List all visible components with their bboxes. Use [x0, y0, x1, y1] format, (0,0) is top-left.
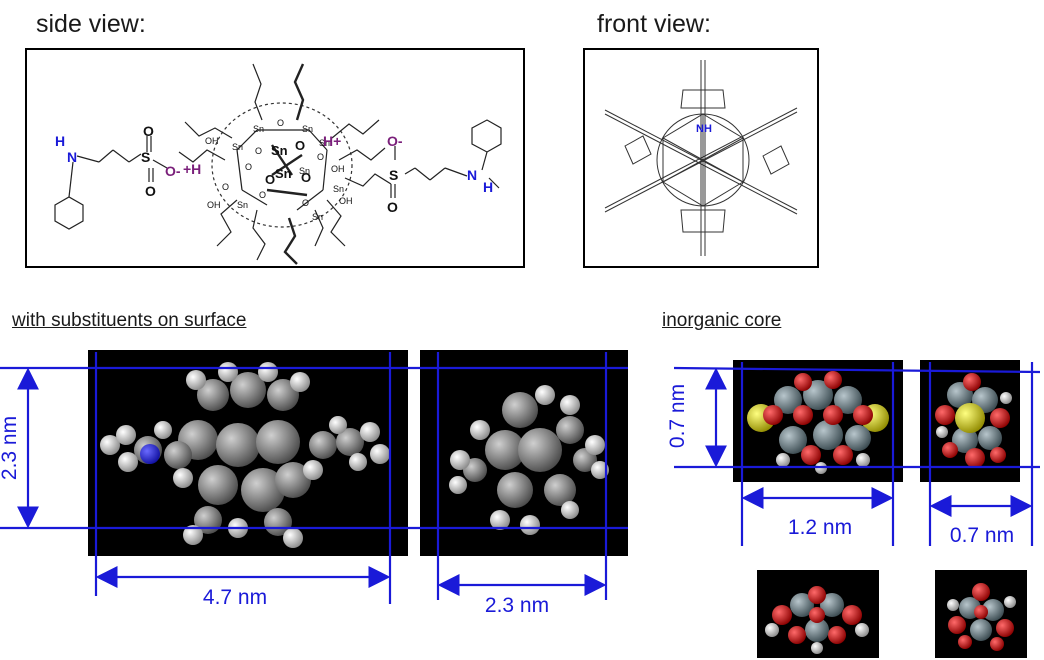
nh-label-front: NH — [696, 123, 712, 135]
svg-text:O: O — [255, 146, 262, 156]
inorganic-core-heading: inorganic core — [662, 310, 782, 331]
width-substituted-label: 2.3 nm — [484, 594, 550, 617]
svg-text:O: O — [301, 170, 311, 185]
nitrogen-label-left: N — [67, 149, 77, 165]
sulfur-label-left: S — [141, 149, 150, 165]
side-view-panel: Sn O Sn Sn Sn OH O OH OH Sn Sn Sn OH O O… — [25, 48, 525, 268]
h-plus-label-left: +H — [183, 161, 201, 177]
length-substituted-label: 4.7 nm — [202, 586, 268, 609]
front-view-heading: front view: — [597, 10, 711, 38]
svg-text:Sn: Sn — [299, 166, 310, 176]
core-alt-view-1 — [757, 570, 879, 658]
height-core-label: 0.7 nm — [666, 383, 689, 449]
hydrogen-label-right: H — [483, 179, 493, 195]
svg-text:OH: OH — [205, 136, 219, 146]
cyclohexane-ring-right — [471, 119, 502, 153]
svg-text:O: O — [265, 172, 275, 187]
side-view-structure: Sn O Sn Sn Sn OH O OH OH Sn Sn Sn OH O O… — [54, 63, 502, 265]
svg-text:O: O — [317, 152, 324, 162]
side-view-heading: side view: — [36, 10, 146, 38]
substituted-front-model — [420, 350, 628, 556]
o-minus-label-right: O- — [387, 133, 403, 149]
svg-text:Sn: Sn — [319, 138, 330, 148]
svg-text:OH: OH — [331, 164, 345, 174]
h-plus-label-right: H+ — [323, 133, 341, 149]
o-minus-label-left: O- — [165, 163, 181, 179]
front-view-panel: NH — [583, 48, 819, 268]
tin-label: Sn — [253, 124, 264, 134]
svg-text:O: O — [277, 118, 284, 128]
svg-text:OH: OH — [339, 196, 353, 206]
hydrogen-label-left: H — [55, 133, 65, 149]
svg-text:O: O — [259, 190, 266, 200]
svg-text:OH: OH — [207, 200, 221, 210]
svg-text:Sn: Sn — [333, 184, 344, 194]
svg-text:Sn: Sn — [302, 124, 313, 134]
svg-text:O: O — [143, 123, 154, 139]
substituted-side-model — [88, 350, 408, 556]
core-side-model — [733, 360, 903, 482]
svg-text:Sn: Sn — [312, 212, 323, 222]
svg-text:O: O — [295, 138, 305, 153]
svg-text:O: O — [145, 183, 156, 199]
sulfur-label-right: S — [389, 167, 398, 183]
svg-text:O: O — [387, 199, 398, 215]
svg-text:O: O — [245, 162, 252, 172]
width-core-label: 0.7 nm — [949, 524, 1015, 547]
svg-text:Sn: Sn — [271, 143, 288, 158]
length-core-label: 1.2 nm — [787, 516, 853, 539]
height-substituted-label: 2.3 nm — [0, 415, 21, 481]
svg-text:O: O — [222, 182, 229, 192]
svg-text:O: O — [302, 198, 309, 208]
substituents-heading: with substituents on surface — [12, 310, 247, 331]
svg-text:Sn: Sn — [232, 142, 243, 152]
nitrogen-label-right: N — [467, 167, 477, 183]
svg-text:Sn: Sn — [237, 200, 248, 210]
core-front-model — [920, 360, 1020, 482]
front-view-structure: NH — [604, 60, 798, 256]
core-alt-view-2 — [935, 570, 1027, 658]
svg-text:Sn: Sn — [275, 166, 292, 181]
